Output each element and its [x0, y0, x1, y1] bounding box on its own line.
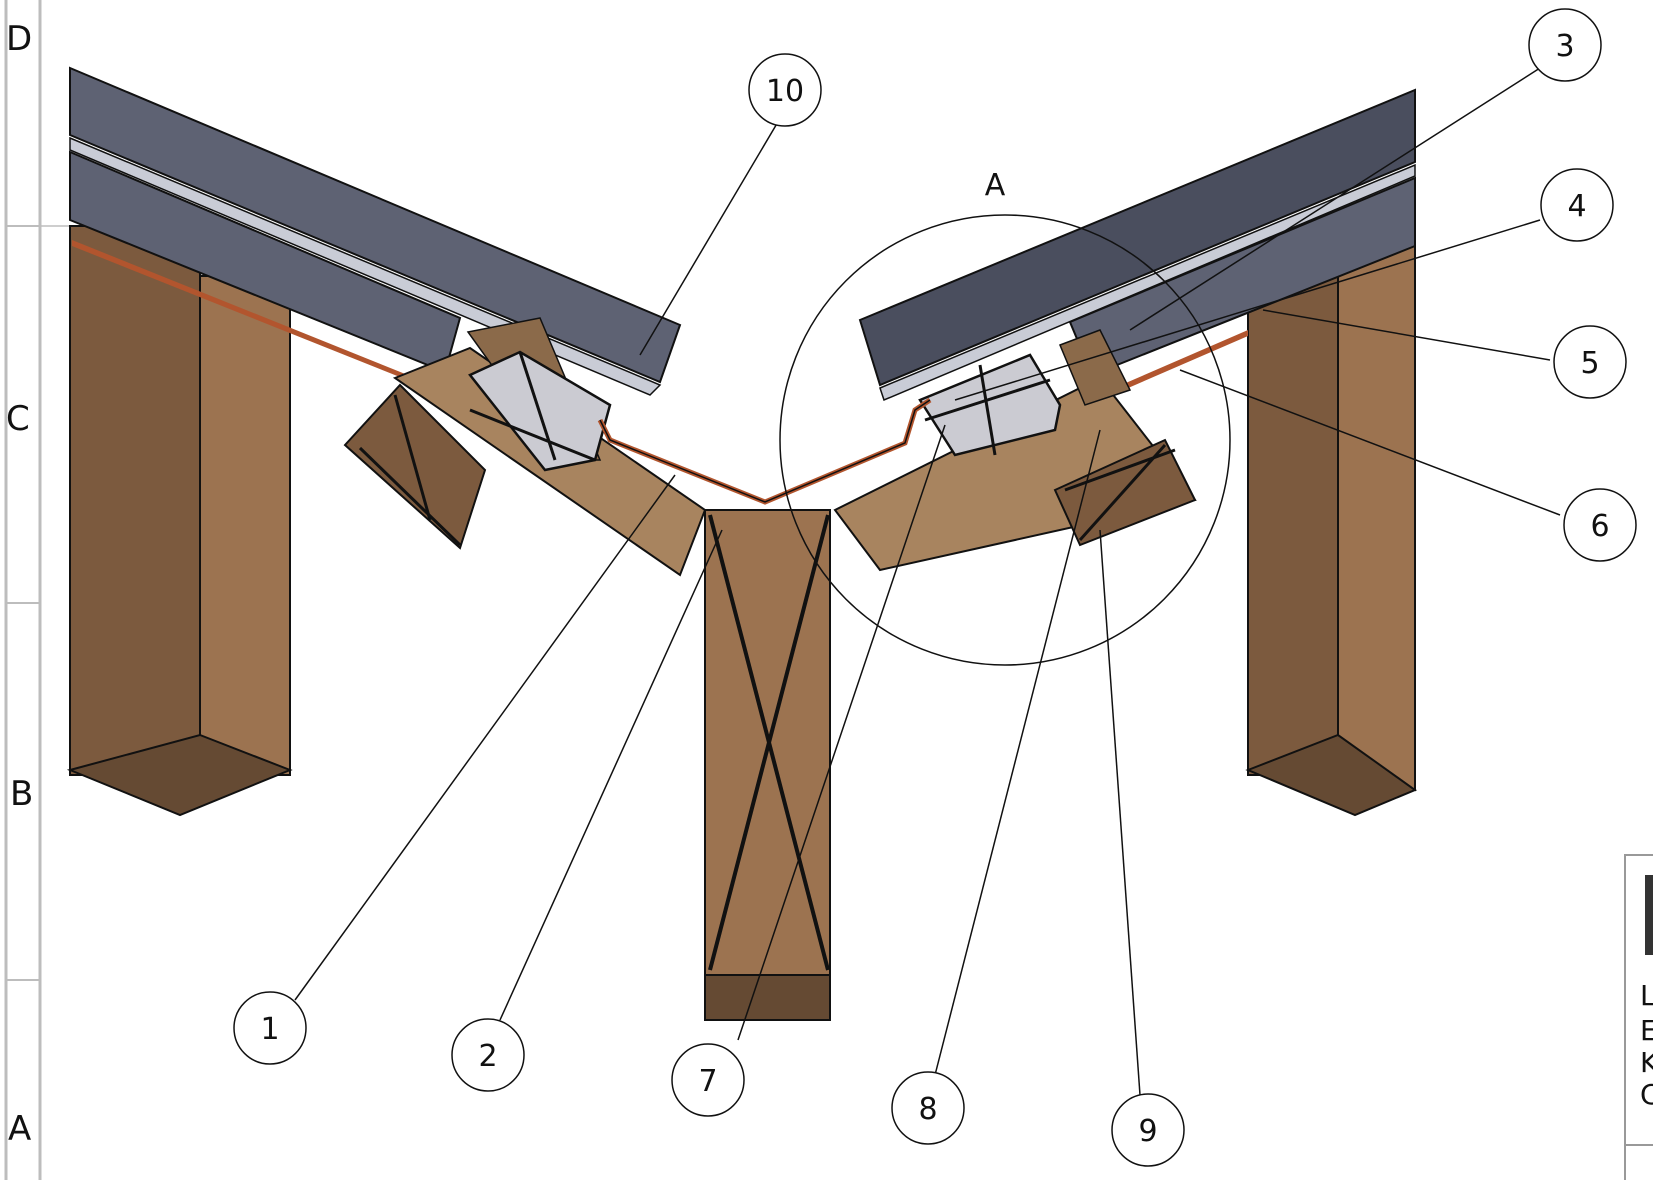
svg-text:5: 5 — [1580, 346, 1599, 381]
svg-text:2: 2 — [478, 1039, 497, 1074]
callout-2: 2 — [451, 1018, 525, 1092]
svg-text:3: 3 — [1555, 29, 1574, 64]
title-block-fragment-4: C — [1640, 1078, 1653, 1111]
callout-7: 7 — [671, 1043, 745, 1117]
leader-lines — [294, 67, 1561, 1096]
callout-10: 10 — [748, 53, 822, 127]
svg-text:1: 1 — [260, 1012, 279, 1047]
left-rafter — [66, 225, 293, 817]
svg-text:6: 6 — [1590, 509, 1609, 544]
drawing-frame — [4, 0, 80, 1180]
svg-text:9: 9 — [1138, 1114, 1157, 1149]
title-block-fragment-3: K — [1640, 1046, 1653, 1079]
callout-4: 4 — [1540, 168, 1614, 242]
zone-labels: D C B A — [6, 19, 33, 1149]
detail-label: A — [985, 168, 1006, 203]
callout-8: 8 — [891, 1071, 965, 1145]
title-block: L E K C — [1624, 854, 1653, 1180]
detail-circle: A — [779, 168, 1231, 666]
svg-text:10: 10 — [766, 74, 804, 109]
callout-6: 6 — [1563, 488, 1637, 562]
right-roof-panels — [858, 88, 1416, 402]
callout-3: 3 — [1528, 8, 1602, 82]
left-square-tube — [468, 350, 612, 472]
svg-text:8: 8 — [918, 1092, 937, 1127]
callout-balloons: 1 2 3 4 5 6 7 8 — [233, 8, 1637, 1167]
right-square-tube — [918, 353, 1062, 457]
left-membrane — [72, 240, 470, 405]
title-block-fragment-1: L — [1640, 979, 1653, 1012]
callout-9: 9 — [1111, 1093, 1185, 1167]
central-post — [704, 509, 831, 1021]
zone-label-a: A — [8, 1109, 31, 1149]
valley-gutter-outline — [599, 399, 931, 503]
callout-5: 5 — [1553, 325, 1627, 399]
right-rafter — [1245, 245, 1418, 817]
svg-text:7: 7 — [698, 1064, 717, 1099]
zone-label-d: D — [6, 19, 32, 59]
zone-label-c: C — [6, 399, 30, 439]
title-block-fragment-2: E — [1640, 1014, 1653, 1047]
svg-text:4: 4 — [1567, 189, 1586, 224]
zone-label-b: B — [10, 774, 33, 814]
callout-1: 1 — [233, 991, 307, 1065]
